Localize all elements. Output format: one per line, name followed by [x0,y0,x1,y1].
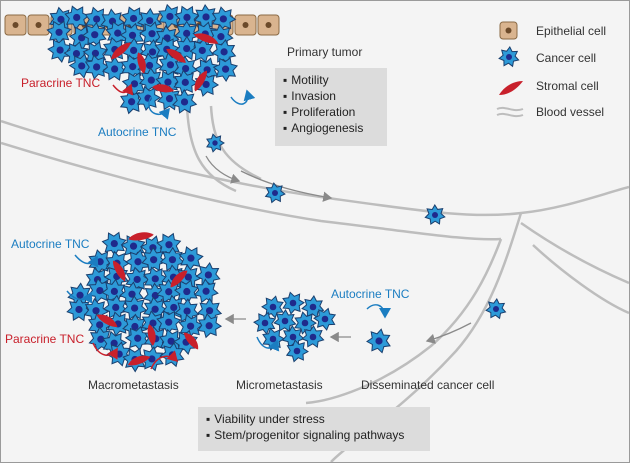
cancer-cell [285,339,309,363]
autocrine-tnc-label-top: Autocrine TNC [98,125,177,139]
cancer-cell [159,246,186,272]
cancer-cell [47,37,73,63]
cancer-cell [212,57,239,83]
blood-vessel [1,105,629,462]
cancer-cell [156,310,182,336]
primary-tumor-label: Primary tumor [287,45,363,59]
effect-item: Viability under stress [206,411,422,427]
metastasis-effects-box: Viability under stress Stem/progenitor s… [198,407,430,451]
macrometastasis-label: Macrometastasis [88,378,179,392]
stromal-cell [111,42,131,60]
cancer-cell [485,298,507,320]
cancer-cell [195,262,221,288]
cancer-cell [174,298,200,324]
legend-label-cancer: Cancer cell [536,51,597,65]
epithelial-cell [4,14,27,36]
cancer-cell [119,281,145,307]
legend-label-stromal: Stromal cell [536,79,599,93]
disseminated-cell-label: Disseminated cancer cell [361,378,495,392]
cancer-cell [498,46,520,68]
blood-vessel-icon [496,106,524,118]
epithelial-cell-icon [499,21,518,40]
stromal-cell [194,70,208,92]
epithelial-cell [234,14,257,36]
micrometastasis-cluster [253,291,337,363]
stromal-cell [137,52,146,74]
stromal-cell [128,232,154,241]
effect-item: Stem/progenitor signaling pathways [206,427,422,443]
cancer-cell [156,85,183,111]
stromal-cell [183,332,199,350]
cancer-cell [193,278,219,304]
cancer-cell [173,279,200,305]
cancer-cell [313,307,337,331]
cancer-cell [171,88,198,114]
paracrine-tnc-label-macro: Paracrine TNC [5,332,85,346]
epithelial-cell [257,14,280,36]
stromal-cell-icon [499,81,523,95]
stromal-cell [166,48,186,63]
stromal-cell [193,33,219,44]
cancer-cell [282,291,305,315]
cancer-cell [366,328,391,354]
effect-item: Proliferation [283,104,379,120]
cancer-cell [174,5,200,31]
cancer-cell [178,313,204,340]
cancer-cell [125,249,150,275]
circulating-cancer-cells [206,133,507,354]
cancer-cell [125,266,151,292]
cancer-cell [101,231,127,257]
micrometastasis-label: Micrometastasis [236,378,323,392]
cancer-cell [211,6,237,32]
cancer-cell [264,182,286,204]
cancer-cell [273,309,297,332]
stromal-cell [127,355,151,366]
cancer-cell [119,89,145,115]
cancer-cell [84,54,110,80]
stromal-cell [170,270,188,288]
cancer-cell [119,22,145,49]
macrometastasis-cluster [66,231,223,373]
cancer-cell [46,20,72,46]
cancer-cell [66,296,92,322]
paracrine-tnc-label-top: Paracrine TNC [21,76,101,90]
primary-tumor-effects-box: Motility Invasion Proliferation Angiogen… [275,68,387,146]
tnc-signal-arrows [66,83,391,370]
migration-arrows [205,155,472,344]
legend-artwork [496,21,524,118]
cancer-cell [178,246,204,272]
cancer-cell [189,37,215,63]
stromal-cell [112,260,126,282]
cancer-cell [158,3,183,30]
cancer-cell-icon [498,46,520,68]
cancer-cell [294,311,317,335]
cancer-cell [301,325,325,348]
cancer-cell [173,69,199,95]
cancer-cell [424,204,446,225]
cancer-cell [124,325,150,352]
cancer-cell [101,56,128,81]
legend-label-epithelial: Epithelial cell [536,24,607,38]
autocrine-tnc-label-macro: Autocrine TNC [11,237,90,251]
cancer-cell [193,4,219,29]
effect-item: Angiogenesis [283,120,379,136]
stromal-cell [96,314,118,328]
cancer-cell [68,25,95,51]
primary-tumor [46,3,239,115]
effect-item: Motility [283,72,379,88]
cancer-cell [301,295,325,319]
effect-item: Invasion [283,88,379,104]
epithelial-cell [27,14,50,36]
legend-label-vessel: Blood vessel [536,105,605,119]
stromal-cell [152,84,174,93]
cancer-cell [81,21,107,48]
stromal-cell [147,324,156,346]
cancer-cell [206,133,225,153]
cancer-cell [197,312,223,339]
autocrine-tnc-label-disseminated: Autocrine TNC [331,287,410,301]
